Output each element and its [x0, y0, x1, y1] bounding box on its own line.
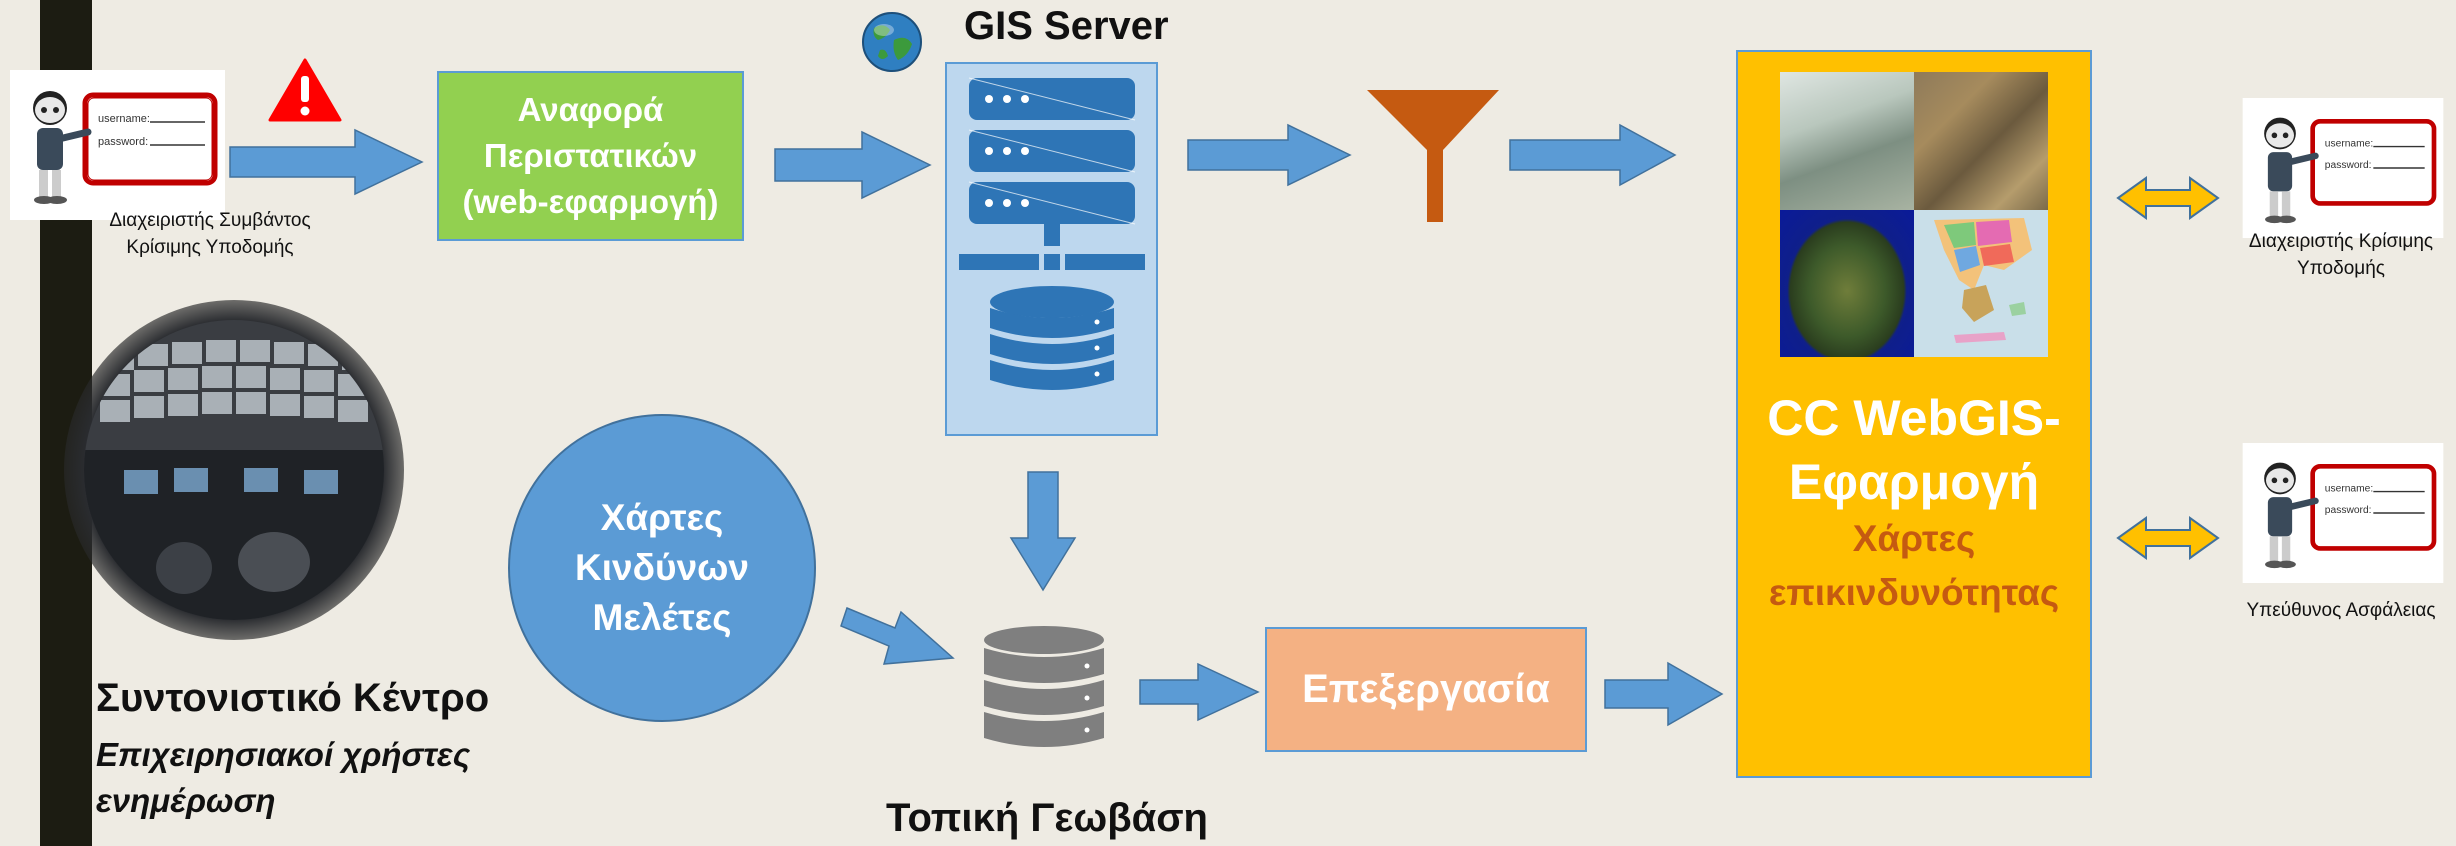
webgis-app-subtitle: Χάρτες επικινδυνότητας	[1736, 512, 2092, 620]
webgis-title-line2: Εφαρμογή	[1788, 454, 2040, 510]
warning-icon	[268, 58, 342, 122]
left-actor-label-line1: Διαχειριστής Συμβάντος	[109, 210, 311, 231]
webgis-subtitle-line1: Χάρτες	[1852, 518, 1976, 559]
hazard-maps-line3: Μελέτες	[592, 597, 732, 638]
svg-text:password:: password:	[2325, 505, 2372, 516]
processing-box: Επεξεργασία	[1265, 627, 1587, 752]
map-aerial-image	[1914, 72, 2048, 210]
user-login-icon-right-bottom: username: password:	[2238, 443, 2448, 583]
svg-text:password:: password:	[98, 136, 148, 148]
svg-text:username:: username:	[2325, 139, 2373, 150]
coordination-center-subtitle-line1: Επιχειρησιακοί χρήστες	[96, 736, 471, 773]
webgis-title-line1: CC WebGIS-	[1767, 390, 2061, 446]
arrow-server-to-geodb	[1009, 471, 1077, 592]
user-login-icon: username: password:	[10, 70, 225, 220]
arrow-server-to-filter	[1187, 123, 1352, 187]
left-actor-label: Διαχειριστής Συμβάντος Κρίσιμης Υποδομής	[70, 207, 350, 261]
report-box-line2: Περιστατικών	[483, 137, 698, 174]
svg-text:password:: password:	[2325, 160, 2372, 171]
arrow-filter-to-webgis	[1509, 123, 1677, 187]
webgis-subtitle-line2: επικινδυνότητας	[1768, 572, 2060, 613]
arrow-report-to-server	[774, 130, 932, 200]
local-geodb-title: Τοπική Γεωβάση	[886, 796, 1208, 840]
report-box-line1: Αναφορά	[517, 91, 664, 128]
coordination-center-title: Συντονιστικό Κέντρο	[96, 676, 490, 720]
arrow-processing-to-webgis	[1604, 661, 1724, 727]
right-actor-bottom-label: Υπεύθυνος Ασφάλειας	[2246, 600, 2436, 621]
incident-report-webapp-box: Αναφορά Περιστατικών (web-εφαρμογή)	[437, 71, 744, 241]
arrow-user-to-report	[229, 128, 424, 196]
gis-server-title: GIS Server	[964, 4, 1169, 48]
right-actor-top-label: Διαχειριστής Κρίσιμης Υποδομής	[2226, 228, 2456, 282]
processing-label: Επεξεργασία	[1302, 667, 1550, 711]
hazard-maps-line2: Κινδύνων	[575, 547, 749, 588]
left-actor-label-line2: Κρίσιμης Υποδομής	[126, 237, 294, 258]
svg-text:username:: username:	[2325, 484, 2373, 495]
map-collage	[1780, 72, 2048, 357]
webgis-app-title: CC WebGIS- Εφαρμογή	[1736, 386, 2092, 514]
map-terrain-image	[1780, 210, 1914, 357]
svg-text:username:: username:	[98, 113, 150, 125]
map-greece-regions-image	[1914, 210, 2048, 357]
hazard-maps-line1: Χάρτες	[600, 497, 724, 538]
filter-funnel-icon	[1365, 88, 1505, 228]
right-actor-top-label-line1: Διαχειριστής Κρίσιμης	[2248, 231, 2434, 252]
database-icon	[982, 624, 1106, 758]
arrow-hazard-to-geodb	[840, 606, 955, 665]
coordination-center-subtitle-line2: ενημέρωση	[96, 782, 276, 819]
right-actor-top-label-line2: Υποδομής	[2297, 258, 2385, 279]
report-box-line3: (web-εφαρμογή)	[462, 183, 719, 220]
server-rack-icon	[959, 77, 1145, 390]
double-arrow-webgis-right-top	[2116, 176, 2220, 220]
coordination-center-subtitle: Επιχειρησιακοί χρήστες ενημέρωση	[96, 732, 470, 824]
user-login-icon-right-top: username: password:	[2238, 98, 2448, 238]
hazard-maps-studies-circle: Χάρτες Κινδύνων Μελέτες	[508, 414, 816, 722]
server-database-icon	[990, 286, 1114, 390]
control-room-photo	[64, 300, 404, 640]
arrow-geodb-to-processing	[1139, 662, 1260, 722]
globe-icon	[860, 10, 924, 74]
gis-server-panel	[945, 62, 1158, 436]
double-arrow-webgis-right-bottom	[2116, 516, 2220, 560]
map-3d-city-image	[1780, 72, 1914, 210]
